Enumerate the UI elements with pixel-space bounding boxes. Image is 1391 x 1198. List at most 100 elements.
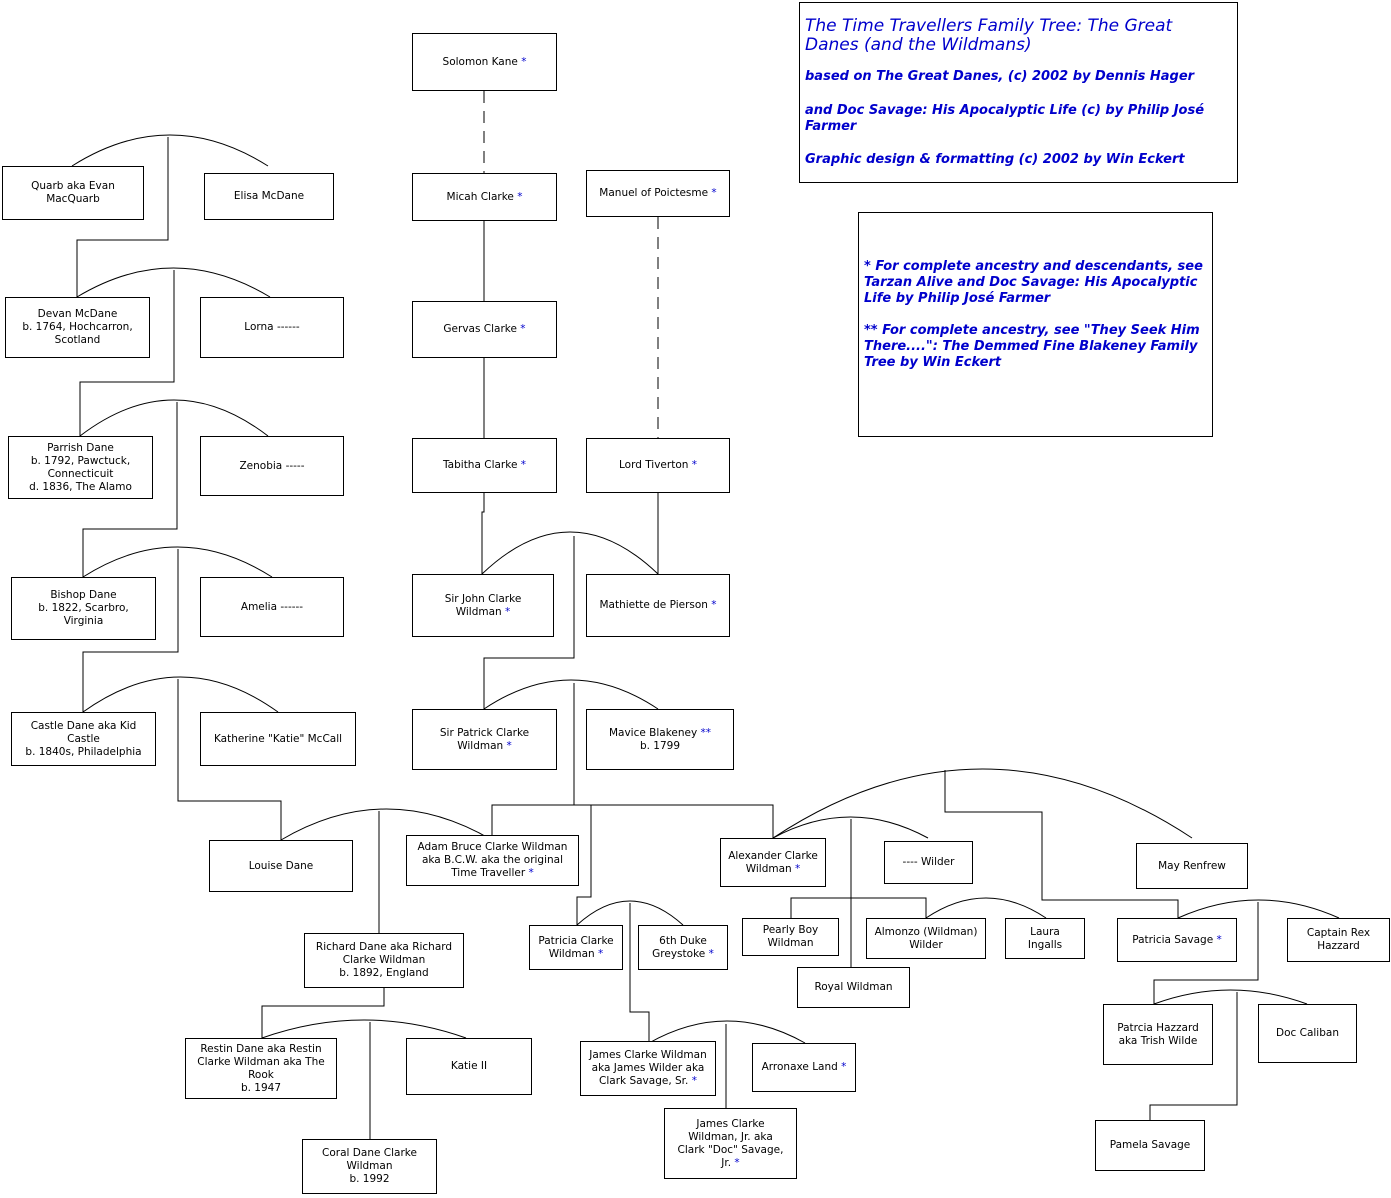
note-double-asterisk: ** For complete ancestry, see "They Seek… (864, 323, 1200, 370)
person-name: Mavice Blakeney (608, 726, 698, 739)
descent-line (483, 536, 575, 709)
descent-line (851, 897, 927, 918)
descent-line (491, 683, 575, 835)
person-name: Lorna ------ (244, 321, 300, 333)
person-patriciacw: Patricia Clarke Wildman * (529, 925, 623, 970)
person-castle: Castle Dane aka Kid Castle b. 1840s, Phi… (11, 712, 156, 766)
person-name: Manuel of Poictesme (599, 187, 709, 199)
person-name: 6th Duke Greystoke (652, 934, 707, 960)
person-name: Tabitha Clarke (443, 459, 518, 471)
descent-line (261, 988, 385, 1038)
person-name: Solomon Kane (442, 55, 518, 68)
person-name: Sir John Clarke Wildman (444, 592, 522, 618)
reference-asterisk: * (516, 323, 526, 335)
descent-line (1149, 992, 1238, 1120)
person-richard: Richard Dane aka Richard Clarke Wildman … (304, 933, 464, 988)
descent-line (82, 549, 179, 712)
person-name: Katie II (450, 1060, 488, 1072)
person-pearly: Pearly Boy Wildman (742, 918, 839, 956)
person-louise: Louise Dane (209, 840, 353, 892)
reference-asterisk: * (501, 605, 511, 618)
credit-line-3: Graphic design & formatting (c) 2002 by … (805, 152, 1185, 167)
person-pamela: Pamela Savage (1095, 1120, 1205, 1171)
person-name: ---- Wilder (902, 856, 955, 868)
person-mathiette: Mathiette de Pierson * (586, 574, 730, 637)
person-name: Katherine "Katie" McCall (213, 732, 343, 745)
person-manuel: Manuel of Poictesme * (586, 170, 730, 217)
person-sirjohn: Sir John Clarke Wildman * (412, 574, 554, 637)
person-name: Zenobia ----- (239, 459, 305, 472)
descent-line (79, 270, 175, 436)
reference-asterisk: * (513, 190, 523, 203)
person-greystoke: 6th Duke Greystoke * (638, 925, 728, 970)
notes-box: * For complete ancestry and descendants,… (858, 212, 1213, 437)
person-name: Restin Dane aka Restin Clarke Wildman ak… (197, 1042, 325, 1094)
person-royal: Royal Wildman (797, 967, 910, 1008)
person-katherine: Katherine "Katie" McCall (200, 712, 356, 766)
reference-asterisk: * (791, 862, 801, 875)
person-arronaxe: Arronaxe Land * (752, 1043, 856, 1092)
person-restin: Restin Dane aka Restin Clarke Wildman ak… (185, 1038, 337, 1099)
person-coral: Coral Dane Clarke Wildman b. 1992 (302, 1139, 437, 1194)
marriage-arc (772, 768, 1193, 839)
marriage-arc (82, 676, 279, 713)
title-box: The Time Travellers Family Tree: The Gre… (799, 2, 1238, 183)
person-elisa: Elisa McDane (204, 173, 334, 220)
reference-asterisk: * (688, 459, 697, 471)
reference-asterisk: * (837, 1061, 847, 1073)
marriage-arc (79, 399, 269, 437)
descent-line (76, 137, 169, 297)
descent-line (790, 897, 851, 918)
descent-line (574, 804, 774, 838)
descent-line (481, 493, 485, 574)
marriage-arc (648, 1020, 806, 1044)
marriage-arc (772, 816, 929, 839)
person-name: Coral Dane Clarke Wildman b. 1992 (322, 1147, 417, 1185)
person-lorna: Lorna ------ (200, 297, 344, 358)
diagram-title: The Time Travellers Family Tree: The Gre… (805, 16, 1173, 55)
marriage-arc (82, 546, 273, 578)
person-parrish: Parrish Dane b. 1792, Pawctuck, Connecti… (8, 436, 153, 499)
person-name: Lord Tiverton (618, 459, 689, 471)
marriage-arc (71, 134, 269, 167)
person-tabitha: Tabitha Clarke * (412, 438, 557, 493)
reference-asterisk: * (517, 459, 526, 471)
person-sirpatrick: Sir Patrick Clarke Wildman * (412, 709, 557, 770)
person-name: Royal Wildman (814, 981, 893, 993)
person-patsav: Patricia Savage * (1117, 918, 1237, 962)
person-name: Gervas Clarke (443, 323, 517, 335)
person-quarb: Quarb aka Evan MacQuarb (2, 166, 144, 220)
person-name: Devan McDane b. 1764, Hochcarron, Scotla… (22, 308, 133, 346)
person-birth: b. 1799 (639, 739, 681, 752)
descent-line (177, 679, 282, 840)
person-name: Adam Bruce Clarke Wildman aka B.C.W. aka… (417, 841, 568, 879)
descent-line (1153, 902, 1259, 1004)
person-jamessr: James Clarke Wildman aka James Wilder ak… (580, 1041, 716, 1096)
person-zenobia: Zenobia ----- (200, 436, 344, 496)
person-jamesjr: James Clarke Wildman, Jr. aka Clark "Doc… (664, 1108, 797, 1179)
person-adam: Adam Bruce Clarke Wildman aka B.C.W. aka… (406, 835, 579, 886)
person-name: Amelia ------ (240, 600, 304, 613)
person-bishop: Bishop Dane b. 1822, Scarbro, Virginia (11, 577, 156, 640)
person-alexander: Alexander Clarke Wildman * (720, 838, 826, 887)
reference-asterisk: * (517, 55, 527, 68)
person-name: Micah Clarke (446, 190, 514, 203)
person-name: Richard Dane aka Richard Clarke Wildman … (315, 941, 453, 979)
reference-asterisk: * (594, 947, 604, 960)
descent-line (576, 805, 592, 925)
note-single-asterisk: * For complete ancestry and descendants,… (864, 259, 1203, 306)
person-wilder: ---- Wilder (884, 841, 973, 884)
person-name: Quarb aka Evan MacQuarb (31, 180, 115, 205)
reference-asterisk: * (525, 867, 534, 879)
person-name: Pearly Boy Wildman (762, 924, 819, 949)
marriage-arc (261, 1019, 467, 1039)
person-name: Captain Rex Hazzard (1306, 927, 1371, 952)
person-tiverton: Lord Tiverton * (586, 438, 730, 493)
person-mavice: Mavice Blakeney **b. 1799 (586, 709, 734, 770)
person-name: Doc Caliban (1276, 1027, 1339, 1039)
person-name: Almonzo (Wildman) Wilder (874, 925, 978, 951)
person-name: Sir Patrick Clarke Wildman (439, 726, 530, 752)
marriage-arc (481, 531, 659, 575)
